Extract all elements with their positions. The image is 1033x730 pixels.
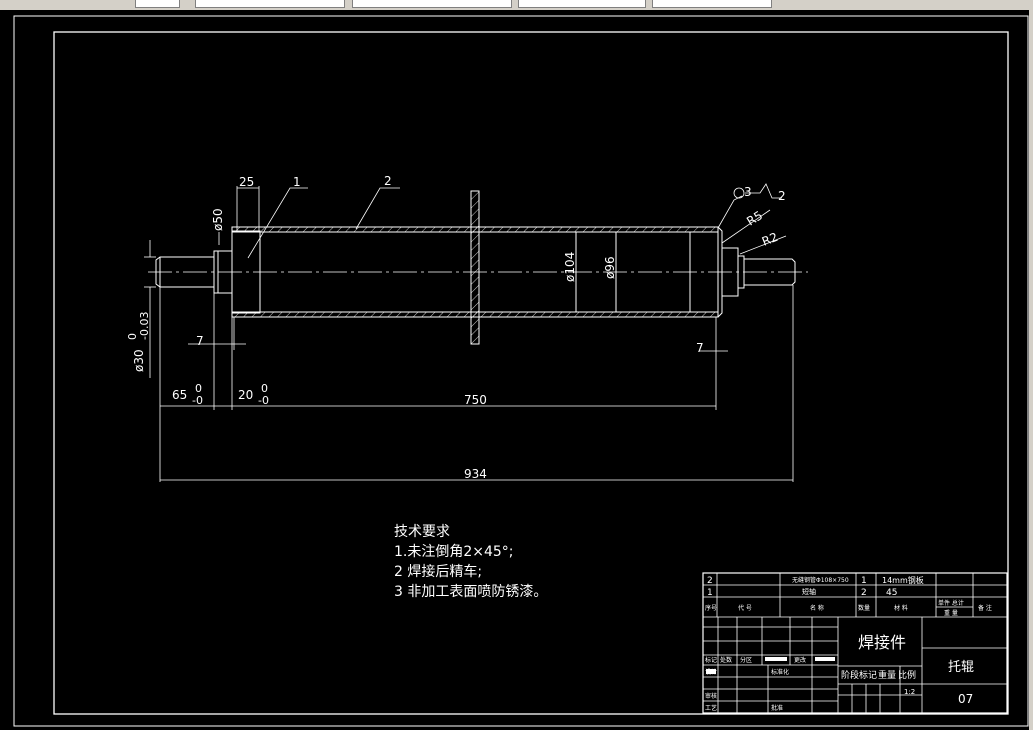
window-edge [1029,10,1033,730]
tb-lbl-zone: 分区 [740,656,752,664]
notes-item-2: 2 焊接后精车; [394,564,483,580]
tb-hdr-mat: 材 料 [894,604,908,612]
tb-drawing-no: 07 [958,692,973,706]
notes-item-1: 1.未注倒角2×45°; [394,544,514,560]
toolbar-tab-3[interactable] [518,0,646,8]
tb-scale-label: 比例 [898,669,916,681]
tb-weight-label: 重量 [878,669,896,681]
tb-lbl-check: 审核 [705,692,717,700]
tb-title-main: 焊接件 [858,633,906,652]
tb-hdr-weight: 单件 总计 [938,599,964,607]
tb-row2-name: 短轴 [802,587,816,596]
callout-3: 3 [744,185,752,199]
center-plate [470,190,480,345]
title-block-fills [706,657,835,674]
dim-d50: ø50 [211,208,225,231]
notes-title: 技术要求 [394,524,450,540]
dim-d30-tol-upper: 0 [126,333,139,340]
tb-hdr-weight2: 重 量 [944,609,958,617]
dim-750: 750 [464,393,487,407]
callout-1: 1 [293,175,301,189]
sheet-outer-border [13,15,1029,727]
technical-notes: 技术要求 1.未注倒角2×45°; 2 焊接后精车; 3 非加工表面喷防锈漆。 [394,522,547,602]
dim-d30: ø30 [132,349,146,372]
toolbar [0,0,1033,10]
dim-20: 20 [238,388,253,402]
tb-lbl-count: 处数 [720,656,732,664]
dim-65-tol-upper: 0 [195,382,202,395]
tb-scale-value: 1:2 [904,688,915,696]
tb-hdr-note: 备 注 [978,604,992,612]
tb-lbl-doc: 更改 [794,656,806,664]
tb-row1-name: 无缝钢管Φ108×750 [792,576,849,584]
tb-row1-qty: 1 [861,576,867,586]
tb-hdr-code: 代 号 [738,604,752,612]
dim-20-tol-upper: 0 [261,382,268,395]
tb-row2-qty: 2 [861,588,867,598]
tb-hdr-qty: 数量 [858,604,870,612]
leader-lines [247,183,787,259]
toolbar-tab-1[interactable] [195,0,345,8]
tb-row1-no: 2 [707,576,713,586]
tb-lbl-craft: 工艺 [705,704,717,712]
tb-lbl-approve: 批准 [771,704,783,712]
tb-part-name: 托辊 [948,660,974,675]
toolbar-tab-4[interactable] [652,0,772,8]
tb-lbl-std: 标准化 [771,668,789,676]
dim-25: 25 [239,175,254,189]
dim-d96: ø96 [603,256,617,279]
toolbar-icons[interactable] [135,0,180,8]
dim-934: 934 [464,467,487,481]
dim-20-tol-lower: -0 [258,394,269,407]
tb-row2-mat: 45 [886,588,897,598]
tb-lbl-design: 设计 [705,668,717,676]
dim-d104: ø104 [563,252,577,282]
right-shaft [721,247,796,297]
dimension-lines [144,186,794,482]
title-block [702,572,1008,714]
dim-7-left: 7 [196,334,204,348]
tb-row1-mat: 14mm钢板 [882,575,924,585]
callout-2b: 2 [778,189,786,203]
tb-hdr-seq: 序号 [705,604,717,612]
tb-hdr-name: 名 称 [810,604,824,612]
dim-65-tol-lower: -0 [192,394,203,407]
dim-65: 65 [172,388,187,402]
toolbar-tab-2[interactable] [352,0,512,8]
tb-stage-label: 阶段标记 [841,669,877,681]
dim-7-right: 7 [696,341,704,355]
dim-d30-tol-lower: -0.03 [138,312,151,340]
dim-r2: R2 [760,230,780,249]
tb-row2-no: 1 [707,588,713,598]
tb-lbl-mark: 标记 [705,656,717,664]
callout-2: 2 [384,174,392,188]
notes-item-3: 3 非加工表面喷防锈漆。 [394,584,548,600]
sheet-frame [53,31,1009,715]
